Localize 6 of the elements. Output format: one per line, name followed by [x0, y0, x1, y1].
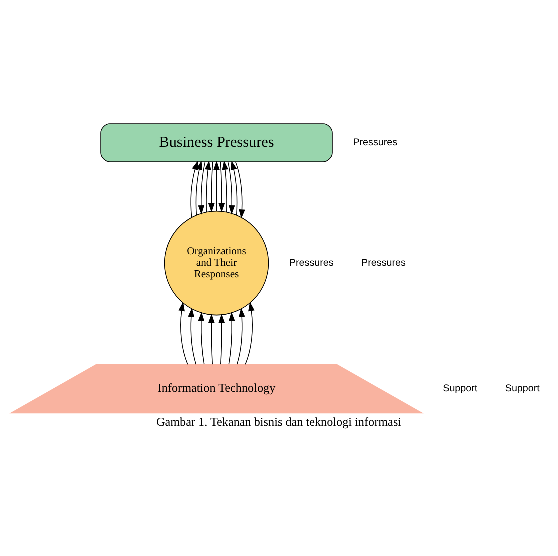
label: Pressures — [362, 257, 406, 268]
label: Pressures — [289, 257, 334, 268]
label: Pressures — [353, 137, 398, 148]
label: Support — [505, 383, 540, 394]
label: Support — [443, 383, 478, 394]
caption: Gambar 1. Tekanan bisnis dan teknologi informasi — [156, 414, 402, 428]
